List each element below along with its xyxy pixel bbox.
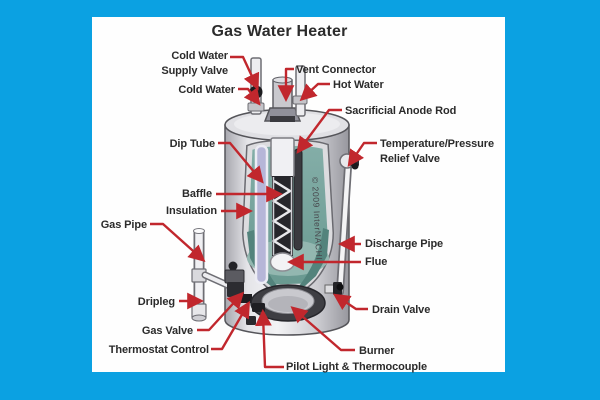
diagram-title: Gas Water Heater: [211, 23, 348, 40]
flue-cap: [269, 252, 296, 272]
leader-cold-water: [238, 87, 261, 106]
leader-vent-connector: [277, 67, 295, 102]
label-drain-valve: Drain Valve: [372, 304, 431, 316]
vent-top-rim: [272, 76, 293, 84]
dip-tube: [254, 144, 269, 285]
label-dip-tube: Dip Tube: [169, 138, 216, 150]
drain-valve-knob: [336, 283, 344, 291]
flue-tube: [270, 137, 295, 178]
label-pilot-light-thermocouple: Pilot Light & Thermocouple: [286, 361, 428, 373]
burner-shade: [268, 296, 308, 312]
thermostat-bracket: [239, 294, 252, 303]
copyright-text: © 2009 InterNACHI: [310, 177, 324, 261]
leader-gas-pipe: [150, 222, 206, 263]
label-gas-pipe: Gas Pipe: [100, 219, 147, 231]
label-cold-water: Cold Water: [178, 84, 235, 96]
label-flue: Flue: [365, 256, 388, 268]
label-dripleg: Dripleg: [137, 296, 175, 308]
leader-hot-water: [299, 82, 330, 102]
gas-valve-body: [224, 269, 245, 284]
dripleg-cap: [191, 314, 207, 322]
label-cold-water-supply-valve: Cold Water Supply Valve: [161, 50, 228, 77]
gas-pipe-cap: [193, 228, 205, 234]
leader-gas-valve: [197, 291, 245, 332]
label-temp-pressure-relief-valve: Temperature/Pressure Relief Valve: [380, 138, 494, 165]
leader-sacrificial-anode-rod: [296, 108, 342, 154]
leader-cold-water-supply-valve: [230, 55, 260, 91]
leader-drain-valve: [333, 293, 368, 311]
baffle-zigzag: [271, 179, 293, 253]
label-vent-connector: Vent Connector: [296, 64, 376, 76]
label-thermostat-control: Thermostat Control: [108, 344, 209, 356]
cold-pipe-nut: [247, 102, 265, 112]
leader-thermostat-control: [211, 300, 251, 351]
label-discharge-pipe: Discharge Pipe: [365, 238, 444, 250]
label-gas-valve: Gas Valve: [141, 325, 193, 337]
leader-burner: [290, 306, 355, 352]
interior-shade-right: [299, 228, 329, 286]
relief-valve-knob: [351, 162, 359, 170]
gas-valve-knob: [228, 261, 238, 271]
base-fitting: [246, 316, 256, 325]
label-insulation: Insulation: [166, 205, 217, 217]
label-burner: Burner: [359, 345, 395, 357]
water-heater: © 2009 InterNACHI: [191, 57, 359, 336]
leader-pilot-light-thermocouple: [255, 309, 284, 369]
pilot-light: [252, 303, 265, 312]
leader-dip-tube: [218, 141, 264, 184]
leader-lines: [150, 55, 377, 369]
label-sacrificial-anode-rod: Sacrificial Anode Rod: [345, 105, 457, 117]
anode-rod: [293, 148, 303, 251]
label-baffle: Baffle: [182, 188, 212, 200]
leader-relief-valve: [347, 141, 377, 167]
label-hot-water: Hot Water: [333, 79, 384, 91]
vent-connector-pipe: [272, 79, 293, 111]
discharge-pipe: [337, 164, 351, 295]
vent-base: [270, 116, 295, 122]
